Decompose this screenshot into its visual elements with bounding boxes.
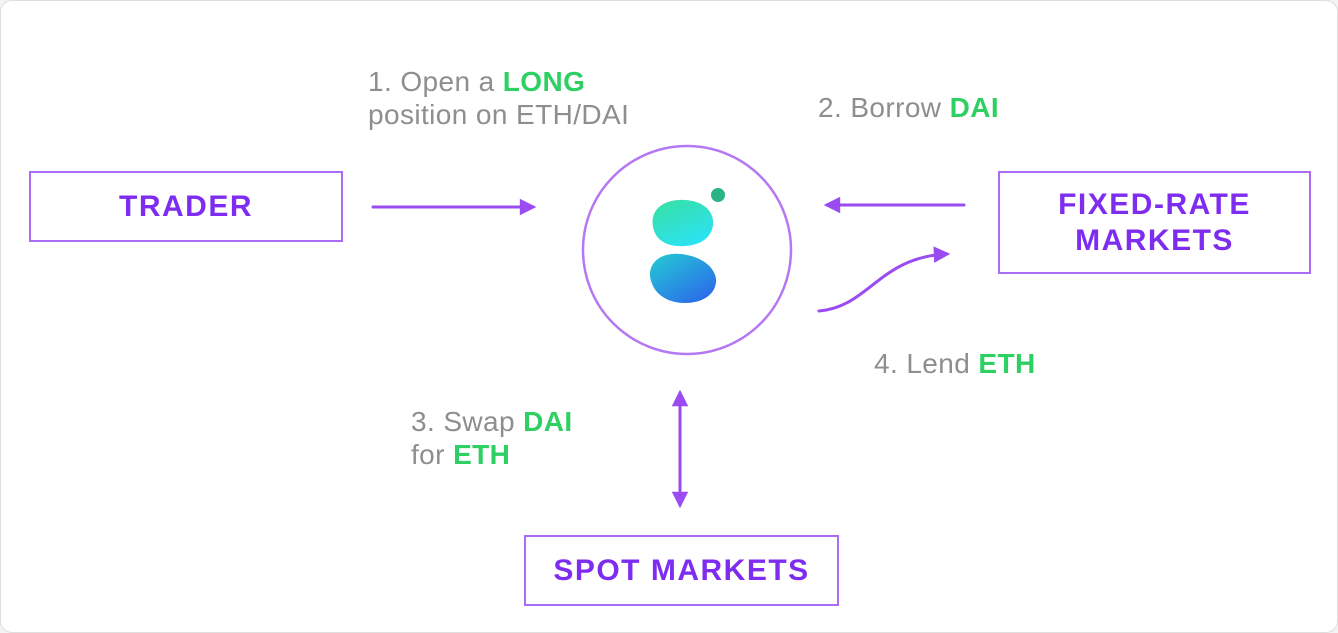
- fixed-rate-label-line1: FIXED-RATE: [1058, 187, 1251, 221]
- step3-label: 3. Swap DAI for ETH: [411, 405, 573, 471]
- step2-label: 2. Borrow DAI: [818, 92, 1000, 123]
- step3-line2: for ETH: [411, 439, 511, 470]
- logo-dot: [711, 188, 725, 202]
- fixed-rate-markets-node: FIXED-RATE MARKETS: [998, 171, 1311, 274]
- step1-line1: 1. Open a LONG: [368, 66, 586, 97]
- spot-markets-node: SPOT MARKETS: [524, 535, 839, 606]
- protocol-circle: [581, 144, 793, 356]
- step3-line1: 3. Swap DAI: [411, 406, 573, 437]
- fixed-rate-label-line2: MARKETS: [1075, 223, 1234, 257]
- step3-highlight-dai: DAI: [523, 406, 573, 437]
- step2-highlight-dai: DAI: [949, 92, 1000, 123]
- step1-highlight-long: LONG: [502, 66, 586, 97]
- step4-highlight-eth: ETH: [978, 348, 1036, 379]
- step1-line2: position on ETH/DAI: [368, 99, 630, 130]
- trader-node: TRADER: [29, 171, 343, 242]
- logo-top-blob: [652, 199, 714, 247]
- trader-label: TRADER: [119, 189, 253, 223]
- step4-label: 4. Lend ETH: [874, 348, 1036, 379]
- spot-markets-label: SPOT MARKETS: [553, 553, 810, 587]
- logo-bottom-blob: [649, 253, 717, 303]
- step3-highlight-eth: ETH: [453, 439, 511, 470]
- protocol-logo: [649, 188, 725, 303]
- arrow-lend-eth: [817, 246, 951, 313]
- step1-label: 1. Open a LONG position on ETH/DAI: [368, 65, 629, 131]
